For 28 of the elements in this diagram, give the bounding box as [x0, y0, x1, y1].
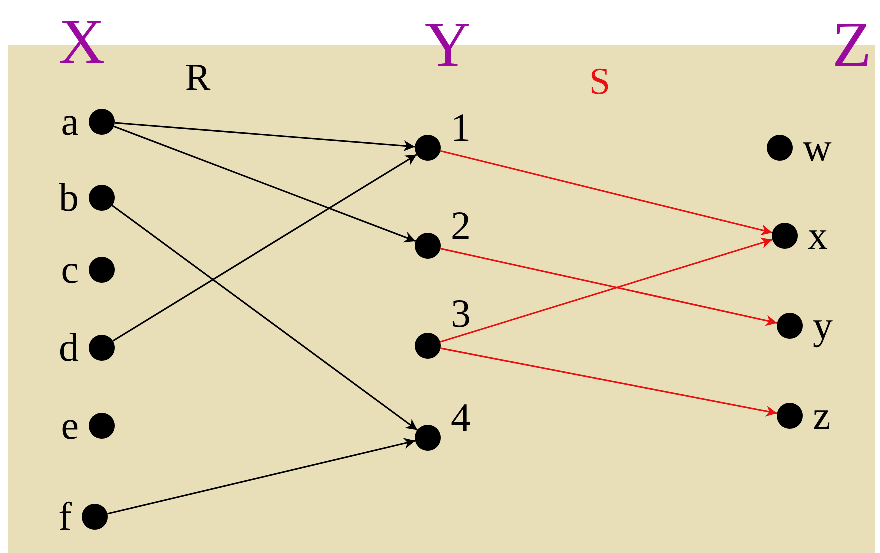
set-name: Z	[832, 13, 872, 77]
point-label: c	[61, 248, 79, 292]
point-label: z	[813, 394, 831, 438]
point-label: a	[61, 100, 79, 144]
arrow	[440, 238, 773, 343]
point-label: e	[61, 404, 79, 448]
relation-name: R	[185, 59, 211, 97]
point-label: 4	[451, 396, 471, 440]
point-label: b	[59, 176, 79, 220]
point-label: 1	[451, 106, 471, 150]
point-label: w	[803, 126, 832, 170]
point-label: y	[813, 304, 833, 348]
point-label: 3	[451, 292, 471, 336]
arrow	[114, 122, 416, 152]
relation-name: S	[589, 63, 611, 101]
point-label: 2	[451, 204, 471, 248]
arrow	[107, 438, 416, 515]
arrow	[440, 348, 778, 417]
point-label: x	[808, 214, 828, 258]
set-name: Y	[424, 13, 472, 77]
arrow	[112, 154, 418, 342]
arrow	[440, 150, 773, 236]
arrow	[440, 248, 778, 326]
set-name: X	[58, 10, 106, 74]
arrow	[112, 205, 418, 431]
arrow	[114, 126, 416, 243]
point-label: f	[58, 495, 72, 539]
point-label: d	[59, 326, 79, 370]
